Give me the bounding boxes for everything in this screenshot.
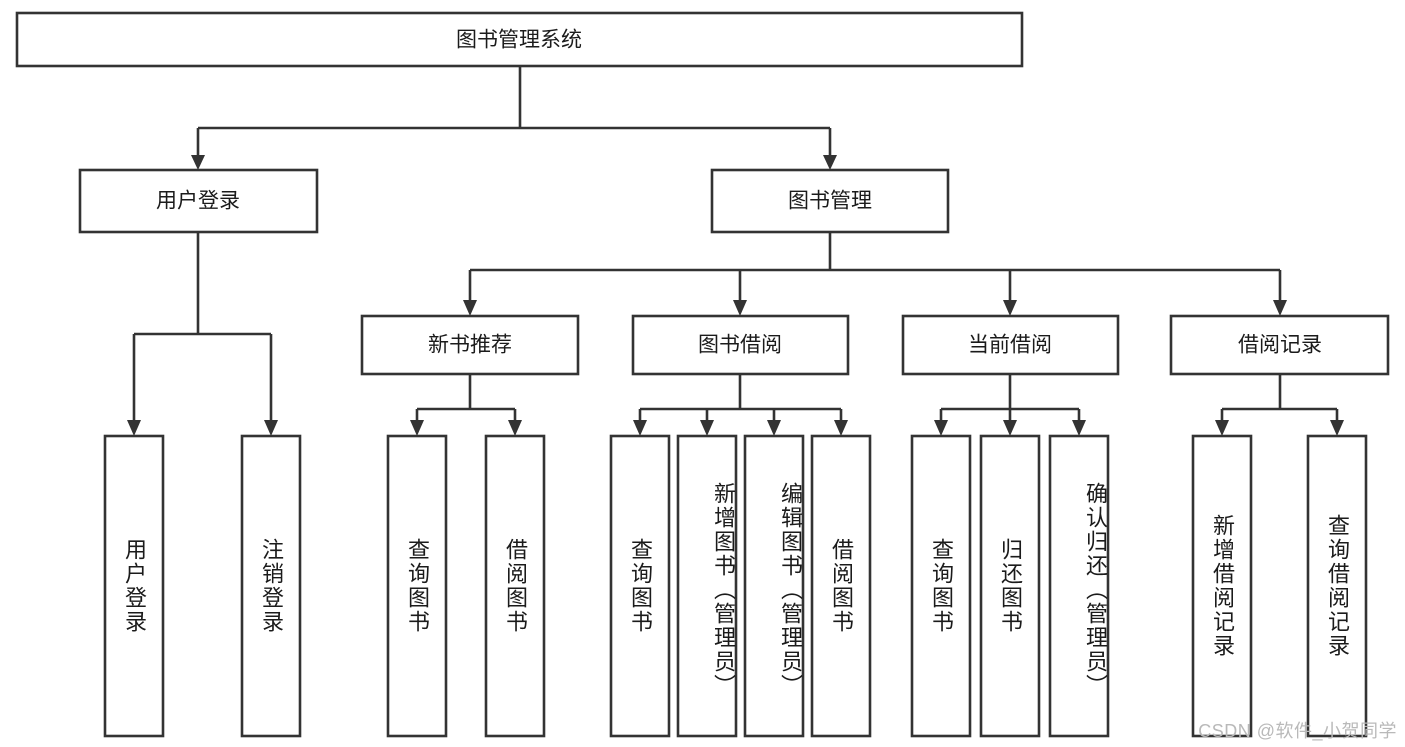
arrow-nb-child-1 xyxy=(410,420,424,436)
arrow-ul-child-2 xyxy=(264,420,278,436)
arrow-bm-child-4 xyxy=(1273,300,1287,316)
connector-group-user-login xyxy=(127,232,278,436)
leaf-box-current-borrow-2[interactable] xyxy=(979,434,1041,738)
node-label-book-management: 图书管理 xyxy=(788,190,872,213)
arrow-cb-child-2 xyxy=(1003,420,1017,436)
leaf-box-borrow-record-1[interactable] xyxy=(1191,434,1253,738)
connector-group-book-borrow xyxy=(633,374,848,436)
node-box-book-borrow[interactable] xyxy=(631,314,850,376)
arrow-bb-child-2 xyxy=(700,420,714,436)
connector-group-current-borrow xyxy=(934,374,1086,436)
watermark-text: CSDN @软件_小贺同学 xyxy=(1198,721,1397,741)
node-box-book-management[interactable] xyxy=(710,168,950,234)
arrow-book-mgmt xyxy=(823,155,837,170)
arrow-cb-child-1 xyxy=(934,420,948,436)
node-label-book-borrow: 图书借阅 xyxy=(698,334,782,357)
connector-group-borrow-record xyxy=(1215,374,1344,436)
arrow-br-child-1 xyxy=(1215,420,1229,436)
leaf-box-book-borrow-4[interactable] xyxy=(810,434,872,738)
arrow-bm-child-3 xyxy=(1003,300,1017,316)
connector-group-book-mgmt xyxy=(463,232,1287,316)
node-box-borrow-record[interactable] xyxy=(1169,314,1390,376)
arrow-bb-child-1 xyxy=(633,420,647,436)
node-box-user-login[interactable] xyxy=(78,168,319,234)
node-label-root: 图书管理系统 xyxy=(456,29,582,52)
connector-group-root xyxy=(191,66,837,170)
leaf-box-user-login-2[interactable] xyxy=(240,434,302,738)
arrow-bm-child-2 xyxy=(733,300,747,316)
leaf-box-book-borrow-2[interactable] xyxy=(676,434,738,738)
leaf-box-book-borrow-1[interactable] xyxy=(609,434,671,738)
arrow-nb-child-2 xyxy=(508,420,522,436)
leaf-box-current-borrow-3[interactable] xyxy=(1048,434,1110,738)
node-label-current-borrow: 当前借阅 xyxy=(968,334,1052,357)
node-box-root[interactable] xyxy=(15,11,1024,68)
node-label-new-book-recommend: 新书推荐 xyxy=(428,334,512,357)
arrow-bm-child-1 xyxy=(463,300,477,316)
node-box-new-book-recommend[interactable] xyxy=(360,314,580,376)
arrow-br-child-2 xyxy=(1330,420,1344,436)
node-box-current-borrow[interactable] xyxy=(901,314,1120,376)
node-label-borrow-record: 借阅记录 xyxy=(1238,334,1322,357)
arrow-bb-child-4 xyxy=(834,420,848,436)
leaf-box-user-login-1[interactable] xyxy=(103,434,165,738)
arrow-cb-child-3 xyxy=(1072,420,1086,436)
arrow-ul-child-1 xyxy=(127,420,141,436)
arrow-user-login xyxy=(191,155,205,170)
arrow-bb-child-3 xyxy=(767,420,781,436)
leaf-box-new-book-2[interactable] xyxy=(484,434,546,738)
connector-group-new-book xyxy=(410,374,522,436)
leaf-box-book-borrow-3[interactable] xyxy=(743,434,805,738)
leaf-box-new-book-1[interactable] xyxy=(386,434,448,738)
leaf-box-borrow-record-2[interactable] xyxy=(1306,434,1368,738)
leaf-box-current-borrow-1[interactable] xyxy=(910,434,972,738)
node-label-user-login: 用户登录 xyxy=(156,190,240,213)
